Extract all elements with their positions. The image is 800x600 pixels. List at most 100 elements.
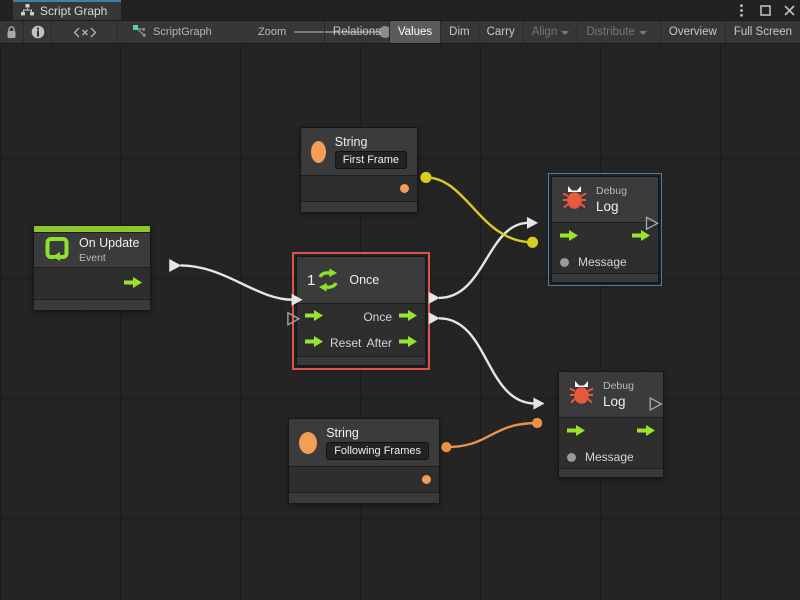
event-accent-bar <box>34 226 150 232</box>
carry-button[interactable]: Carry <box>477 21 523 43</box>
control-port-row <box>552 223 658 251</box>
wire-after-to-debug-bottom[interactable] <box>438 317 536 405</box>
chevron-down-icon <box>638 30 647 35</box>
info-icon[interactable] <box>24 21 52 43</box>
chevron-down-icon <box>561 30 570 35</box>
string-literal-icon <box>311 140 326 163</box>
graph-toolbar: ScriptGraph Zoom 1x Relations Values Dim… <box>0 21 800 44</box>
overview-button[interactable]: Overview <box>659 21 725 43</box>
string-node-first-frame[interactable]: String First Frame <box>300 127 418 213</box>
wire-once-to-debug-top[interactable] <box>438 221 529 300</box>
output-port-row <box>289 467 439 492</box>
once-output-label: Once <box>363 310 392 324</box>
kebab-menu-icon[interactable] <box>734 4 748 18</box>
message-label: Message <box>585 450 634 464</box>
message-input-port[interactable] <box>560 257 569 267</box>
node-footer <box>297 356 425 365</box>
graph-canvas[interactable]: String First Frame On Update Event <box>0 44 800 600</box>
output-port-row <box>34 268 150 299</box>
wire-dest-arrow <box>533 397 545 410</box>
edit-code-icon[interactable] <box>52 21 118 43</box>
node-header: On Update Event <box>34 232 150 268</box>
window-controls <box>734 0 796 21</box>
control-input-port[interactable] <box>567 425 585 439</box>
string-value-field[interactable]: First Frame <box>334 150 407 169</box>
debug-log-node-bottom[interactable]: Debug Log Message <box>558 371 664 478</box>
message-label: Message <box>578 255 627 269</box>
string-node-following-frames[interactable]: String Following Frames <box>288 418 440 504</box>
control-output-port[interactable] <box>124 276 142 291</box>
after-output-port[interactable] <box>399 336 417 350</box>
string-value-field[interactable]: Following Frames <box>326 441 429 460</box>
node-category: Debug <box>603 380 634 392</box>
node-title: Log <box>603 394 626 409</box>
node-category: Debug <box>596 185 627 197</box>
node-title: On Update <box>79 236 140 250</box>
node-header: 1 Once <box>297 257 425 304</box>
bug-icon <box>562 185 587 215</box>
distribute-dropdown[interactable]: Distribute <box>577 21 655 43</box>
on-update-event-node[interactable]: On Update Event <box>33 225 151 311</box>
relations-button[interactable]: Relations <box>323 21 389 43</box>
dim-button[interactable]: Dim <box>440 21 477 43</box>
toolbar-buttons: Relations Values Dim Carry Align Distrib… <box>323 21 800 43</box>
node-title: String <box>326 425 359 440</box>
update-loop-icon <box>44 235 70 266</box>
lock-icon[interactable] <box>0 21 24 43</box>
node-title: String <box>334 134 368 149</box>
control-input-port[interactable] <box>305 310 323 324</box>
graph-name-label: ScriptGraph <box>153 26 212 38</box>
wire-endpoint-dot <box>441 442 452 453</box>
once-badge: 1 <box>307 271 316 289</box>
string-output-port[interactable] <box>400 184 409 193</box>
once-output-port[interactable] <box>399 310 417 324</box>
zoom-label: Zoom <box>258 26 287 38</box>
node-subtitle: Event <box>79 252 106 264</box>
wire-source-arrow <box>428 312 440 325</box>
node-footer <box>301 201 417 212</box>
toolbar-left-group <box>0 21 118 43</box>
debug-log-node-top[interactable]: Debug Log Message <box>548 173 662 286</box>
zoom-slider-handle[interactable] <box>379 26 392 38</box>
wire-string-to-message-bottom[interactable] <box>446 421 538 449</box>
control-output-port[interactable] <box>637 425 655 439</box>
node-header: Debug Log <box>552 177 658 223</box>
string-output-port[interactable] <box>422 475 431 484</box>
reset-input-label: Reset <box>330 336 362 350</box>
align-dropdown[interactable]: Align <box>522 21 578 43</box>
node-title: Log <box>596 199 619 214</box>
script-graph-icon <box>132 24 147 41</box>
wire-onupdate-to-once[interactable] <box>180 264 294 301</box>
message-input-port[interactable] <box>567 452 576 462</box>
node-footer <box>552 273 658 282</box>
once-node-selected[interactable]: 1 Once Once <box>292 252 430 370</box>
bug-icon <box>569 380 594 410</box>
graph-hierarchy-icon <box>21 3 34 19</box>
string-literal-icon <box>299 431 318 454</box>
once-port-row-2: Reset After <box>297 330 425 356</box>
message-port-row: Message <box>552 251 658 273</box>
maximize-icon[interactable] <box>758 4 772 18</box>
control-output-port[interactable] <box>632 230 650 244</box>
reset-input-port[interactable] <box>305 336 323 350</box>
wire-source-arrow <box>428 291 440 304</box>
output-port-row <box>301 176 417 201</box>
node-header: Debug Log <box>559 372 663 418</box>
zoom-slider[interactable] <box>294 26 392 38</box>
full-screen-button[interactable]: Full Screen <box>724 21 800 43</box>
message-port-row: Message <box>559 446 663 468</box>
wire-string-to-message-top[interactable] <box>425 176 533 244</box>
wire-endpoint-dot <box>526 236 539 248</box>
values-button[interactable]: Values <box>388 21 441 43</box>
graph-selector[interactable]: ScriptGraph <box>132 21 212 43</box>
once-port-row-1: Once <box>297 304 425 330</box>
close-icon[interactable] <box>782 4 796 18</box>
node-header: String First Frame <box>301 128 417 176</box>
node-header: String Following Frames <box>289 419 439 467</box>
wire-source-arrow <box>169 258 182 272</box>
control-input-port[interactable] <box>560 230 578 244</box>
tab-script-graph[interactable]: Script Graph <box>13 0 122 20</box>
once-cycle-icon: 1 <box>307 268 340 292</box>
tab-bar: Script Graph <box>0 0 800 21</box>
